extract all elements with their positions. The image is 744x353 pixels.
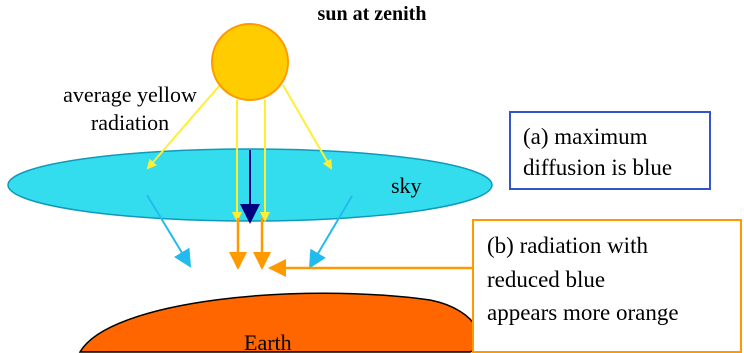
average-radiation-label-line2: radiation [91, 110, 169, 135]
average-radiation-label-line1: average yellow [63, 82, 197, 107]
box-b-text-line1: (b) radiation with [487, 233, 648, 258]
sky-label: sky [391, 173, 422, 198]
earth-label: Earth [244, 330, 292, 353]
sun-icon [212, 24, 288, 100]
box-b-text-line2: reduced blue [487, 267, 605, 292]
box-b-text-line3: appears more orange [487, 300, 679, 325]
box-a-text-line2: diffusion is blue [523, 155, 672, 180]
box-a-text-line1: (a) maximum [523, 124, 648, 149]
title-label: sun at zenith [318, 3, 427, 25]
